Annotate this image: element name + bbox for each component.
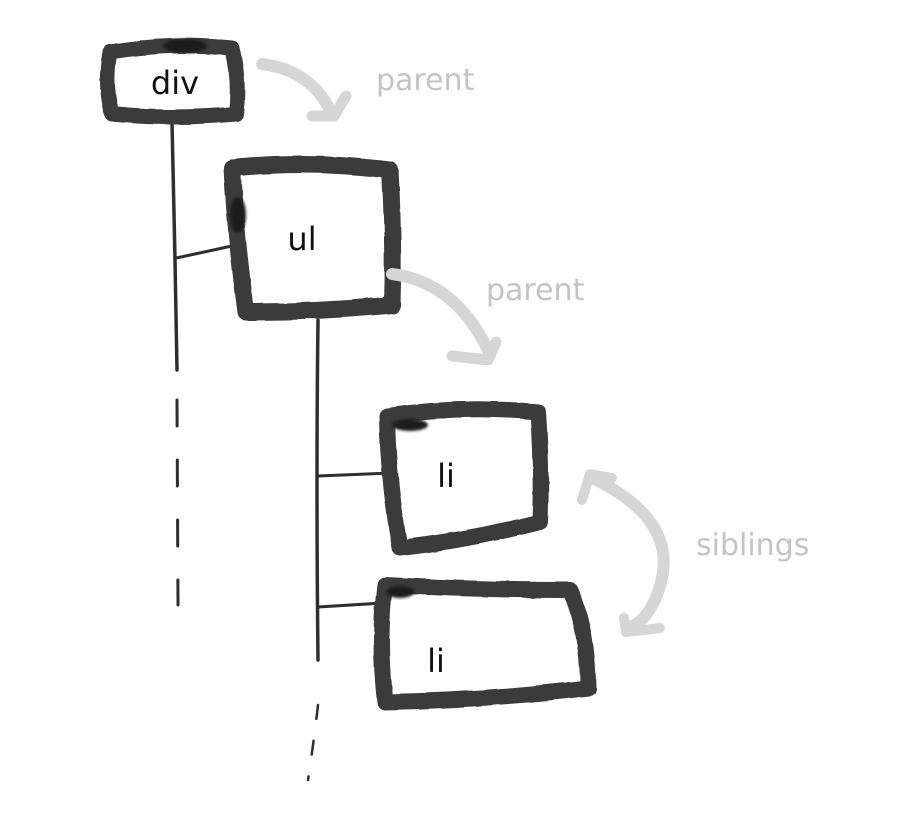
parent-top-annotation: parent: [376, 63, 475, 98]
parent-middle-arrowhead-icon: [446, 336, 502, 366]
parent-top-arrowhead-icon: [306, 90, 352, 122]
node-labels: div ul li li: [151, 64, 455, 680]
ul-node-label: ul: [287, 220, 316, 258]
div-to-ul-connector: [174, 243, 238, 260]
li-second-node-box: [373, 577, 596, 710]
li-first-node-box: [379, 401, 549, 556]
ul-vertical-line: [315, 318, 320, 662]
ul-vertical-dashed-line: [306, 703, 320, 782]
node-boxes: [99, 38, 596, 710]
parent-middle-arrow-icon: [386, 268, 494, 356]
li-second-node-label: li: [427, 642, 445, 680]
siblings-arrow-icon: [586, 472, 670, 634]
annotation-texts: parent parent siblings: [376, 63, 809, 563]
box-smudges: [163, 39, 428, 598]
parent-middle-annotation: parent: [486, 273, 585, 308]
ul-node-box: [223, 155, 402, 321]
li-first-node-label: li: [437, 457, 455, 495]
div-vertical-line: [170, 120, 179, 372]
div-vertical-dashed-line: [175, 398, 180, 607]
siblings-arrowhead-bottom-icon: [619, 613, 665, 637]
siblings-arrowhead-top-icon: [577, 469, 617, 505]
ul-to-li-first-connector: [316, 471, 394, 478]
div-node-label: div: [151, 64, 199, 102]
tree-lines: [170, 120, 394, 782]
parent-top-arrow-icon: [256, 58, 336, 116]
siblings-annotation: siblings: [696, 528, 809, 563]
ul-to-li-second-connector: [316, 601, 385, 609]
annotation-arrows: [256, 58, 670, 637]
